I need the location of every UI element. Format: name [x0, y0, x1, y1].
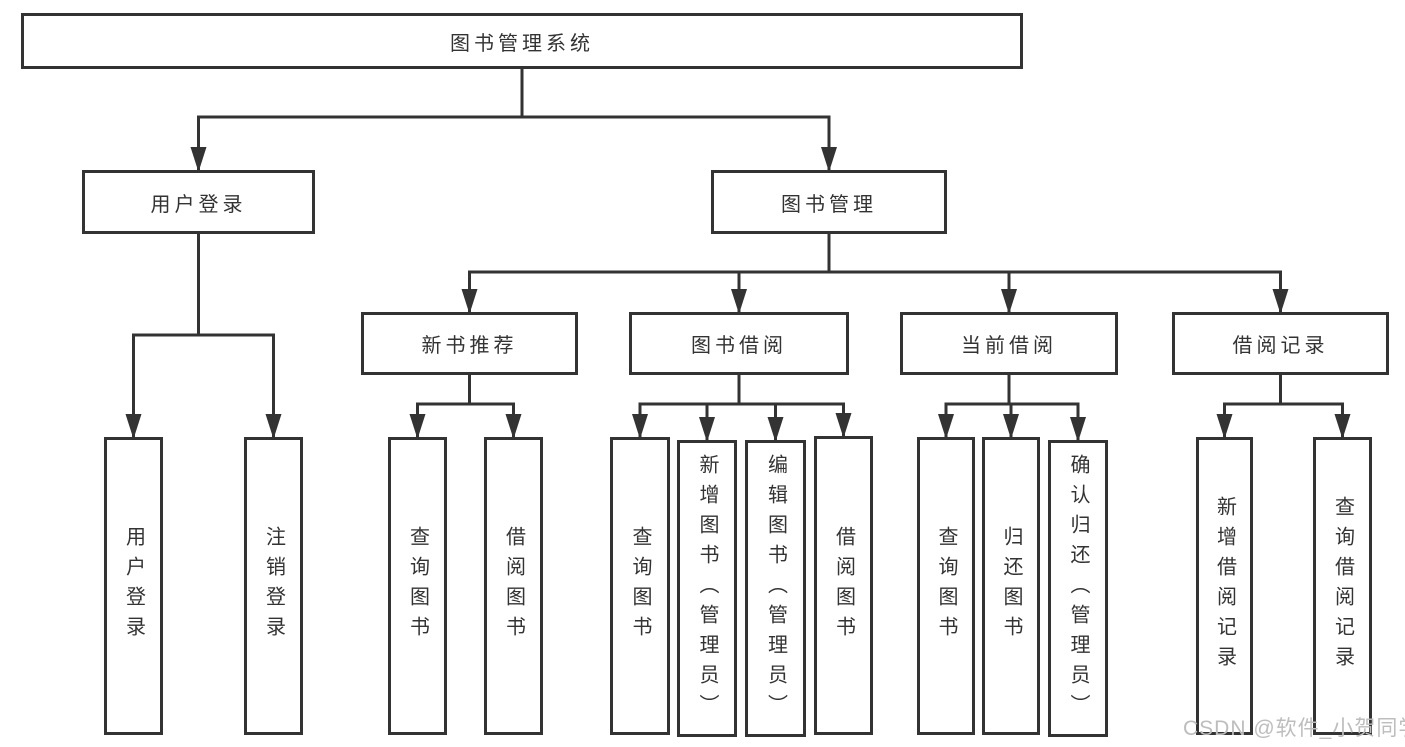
node-book-mgmt: 图书管理 [711, 170, 947, 234]
node-label: 查询图书 [629, 526, 651, 646]
node-leaf-borrow-book-1: 借阅图书 [484, 437, 543, 735]
node-label: 确认归还（管理员） [1067, 453, 1089, 724]
node-leaf-confirm-return: 确认归还（管理员） [1048, 440, 1108, 737]
node-leaf-query-book-1: 查询图书 [388, 437, 447, 735]
node-label: 图书管理系统 [450, 32, 594, 55]
node-leaf-logout: 注销登录 [244, 437, 303, 735]
node-leaf-user-login: 用户登录 [104, 437, 163, 735]
node-label: 编辑图书（管理员） [764, 453, 787, 724]
node-label: 借阅记录 [1232, 335, 1329, 357]
node-leaf-return-book: 归还图书 [982, 437, 1040, 735]
node-leaf-query-book-2: 查询图书 [610, 437, 670, 735]
node-leaf-query-record: 查询借阅记录 [1313, 437, 1372, 735]
node-label: 新增图书（管理员） [696, 453, 718, 724]
node-book-borrow: 图书借阅 [629, 312, 849, 375]
node-label: 借阅图书 [832, 525, 855, 646]
node-leaf-query-book-3: 查询图书 [917, 437, 975, 735]
node-new-book-rec: 新书推荐 [361, 312, 578, 375]
node-leaf-add-record: 新增借阅记录 [1196, 437, 1253, 735]
node-label: 新增借阅记录 [1213, 496, 1236, 676]
node-label: 归还图书 [1000, 526, 1022, 646]
node-label: 注销登录 [262, 526, 285, 646]
node-current-borrow: 当前借阅 [900, 312, 1118, 375]
node-label: 查询借阅记录 [1331, 496, 1354, 676]
node-leaf-borrow-book-2: 借阅图书 [814, 436, 873, 735]
node-borrow-records: 借阅记录 [1172, 312, 1389, 375]
watermark: CSDN @软件_小贺同学 [1183, 717, 1405, 740]
node-label: 新书推荐 [421, 335, 518, 357]
node-label: 用户登录 [150, 193, 247, 216]
node-label: 当前借阅 [961, 335, 1057, 357]
node-leaf-edit-book: 编辑图书（管理员） [745, 440, 806, 737]
node-label: 图书借阅 [691, 335, 787, 357]
node-label: 图书管理 [781, 193, 877, 216]
node-label: 借阅图书 [502, 526, 525, 646]
node-root: 图书管理系统 [21, 13, 1023, 69]
node-label: 查询图书 [406, 526, 429, 646]
node-leaf-add-book: 新增图书（管理员） [677, 440, 737, 737]
node-label: 用户登录 [122, 526, 145, 646]
node-user-login: 用户登录 [82, 170, 315, 234]
node-label: 查询图书 [935, 526, 957, 646]
